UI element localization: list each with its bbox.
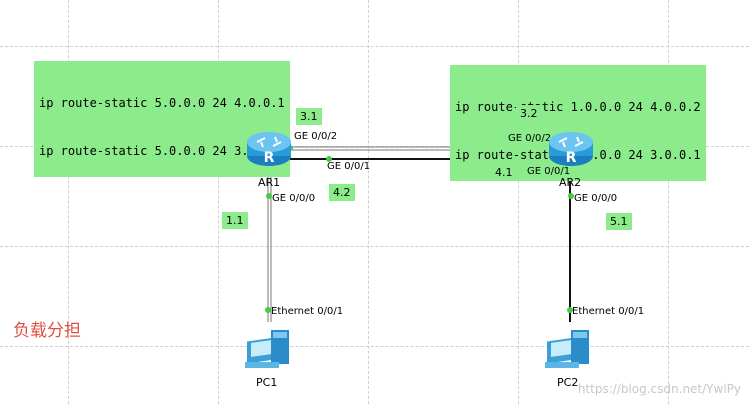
- router-ar2-name: AR2: [559, 176, 582, 189]
- svg-text:R: R: [566, 150, 577, 166]
- ip-tag-4-2: 4.2: [329, 184, 355, 201]
- link-ar1-pc1[interactable]: [267, 175, 272, 322]
- port-dot-ar1-ge001: [326, 156, 332, 162]
- router-ar1[interactable]: R: [245, 128, 293, 168]
- pc-icon: [545, 330, 589, 368]
- pc-icon: [245, 330, 289, 368]
- watermark: https://blog.csdn.net/YwlPy: [577, 382, 741, 396]
- ar2-ge001-label: GE 0/0/1: [527, 166, 571, 177]
- pc1-name: PC1: [256, 376, 278, 389]
- ar2-ge000-label: GE 0/0/0: [574, 193, 618, 204]
- svg-text:R: R: [264, 150, 275, 166]
- ip-tag-3-1: 3.1: [296, 108, 322, 125]
- pc2-name: PC2: [557, 376, 579, 389]
- ip-tag-1-1: 1.1: [222, 212, 248, 229]
- ar2-route-line-1: ip route-static 1.0.0.0 24 4.0.0.2: [455, 100, 701, 114]
- ip-tag-5-1: 5.1: [606, 213, 632, 230]
- router-ar2[interactable]: R: [547, 128, 595, 168]
- ar2-route-line-2: ip route-static 1.0.0.0 24 3.0.0.1: [455, 148, 701, 162]
- ip-tag-4-1: 4.1: [491, 164, 517, 181]
- port-dot-ar1-ge000: [266, 193, 272, 199]
- router-icon: R: [247, 132, 291, 166]
- ar1-route-config: ip route-static 5.0.0.0 24 4.0.0.1 ip ro…: [34, 61, 290, 177]
- pc1-eth-label: Ethernet 0/0/1: [271, 306, 344, 317]
- router-ar1-name: AR1: [258, 176, 281, 189]
- pc-pc1[interactable]: [243, 322, 295, 370]
- router-icon: R: [549, 132, 593, 166]
- port-dot-pc1-eth: [265, 307, 271, 313]
- port-dot-ar2-ge000: [568, 193, 574, 199]
- ar1-ge001-label: GE 0/0/1: [327, 161, 371, 172]
- load-balancing-note: 负载分担: [13, 321, 81, 341]
- pc-pc2[interactable]: [543, 322, 595, 370]
- port-dot-pc2-eth: [567, 307, 573, 313]
- ip-tag-3-2: 3.2: [516, 105, 542, 122]
- pc2-eth-label: Ethernet 0/0/1: [572, 306, 645, 317]
- ar1-ge002-label: GE 0/0/2: [294, 131, 338, 142]
- ar1-route-line-1: ip route-static 5.0.0.0 24 4.0.0.1: [39, 96, 285, 110]
- ar2-ge002-label: GE 0/0/2: [508, 133, 552, 144]
- ar1-ge000-label: GE 0/0/0: [272, 193, 316, 204]
